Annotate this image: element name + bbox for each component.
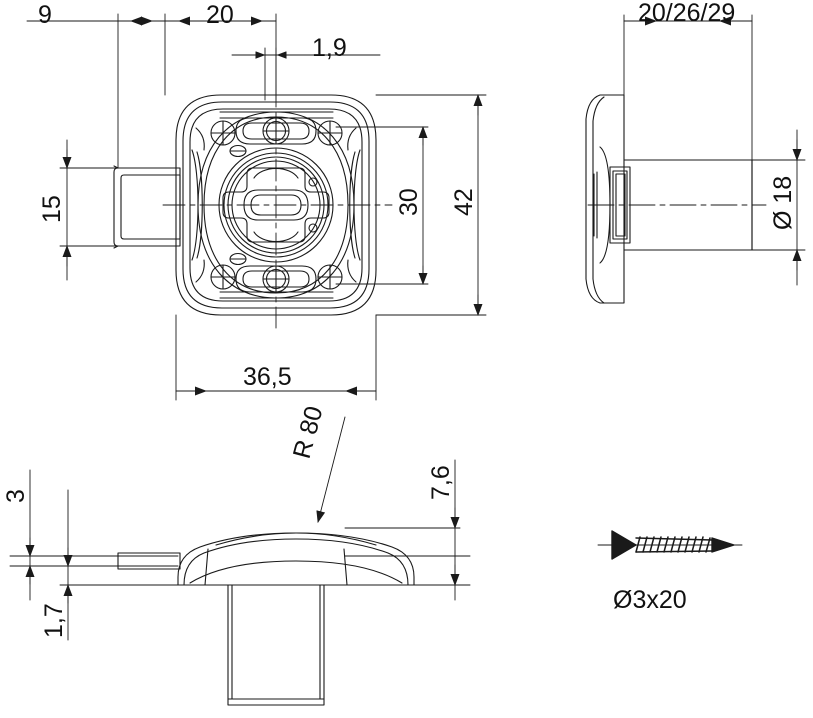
side-view: [585, 14, 767, 304]
front-body-outline: [175, 94, 377, 316]
screw-detail: [597, 530, 743, 560]
dimension-labels: 9 20 1,9 15 30 42 36,5 20/26/29 Ø 18 3 1…: [2, 0, 797, 638]
dim-42: 42: [450, 188, 478, 216]
dim-3: 3: [2, 489, 30, 503]
dim-36-5: 36,5: [243, 363, 292, 391]
dim-30: 30: [395, 188, 423, 216]
dim-depth-options: 20/26/29: [638, 0, 735, 27]
dim-1-7: 1,7: [40, 603, 68, 638]
screw-thread: [635, 536, 711, 553]
dim-15: 15: [38, 195, 66, 223]
front-latch-tab: [113, 165, 181, 249]
front-top-screw-strip: [210, 111, 343, 158]
front-view: [113, 84, 393, 329]
dim-20: 20: [206, 1, 234, 29]
dimension-lines: [25, 13, 806, 641]
front-centerlines: [162, 84, 393, 329]
screw-label: Ø3x20: [613, 586, 687, 614]
dim-diameter-18: Ø 18: [769, 176, 797, 230]
dim-1-9: 1,9: [312, 34, 347, 62]
dim-r80: R 80: [288, 403, 329, 461]
bottom-section-view: [9, 532, 471, 706]
dim-9: 9: [38, 1, 52, 29]
dim-7-6: 7,6: [427, 465, 455, 500]
